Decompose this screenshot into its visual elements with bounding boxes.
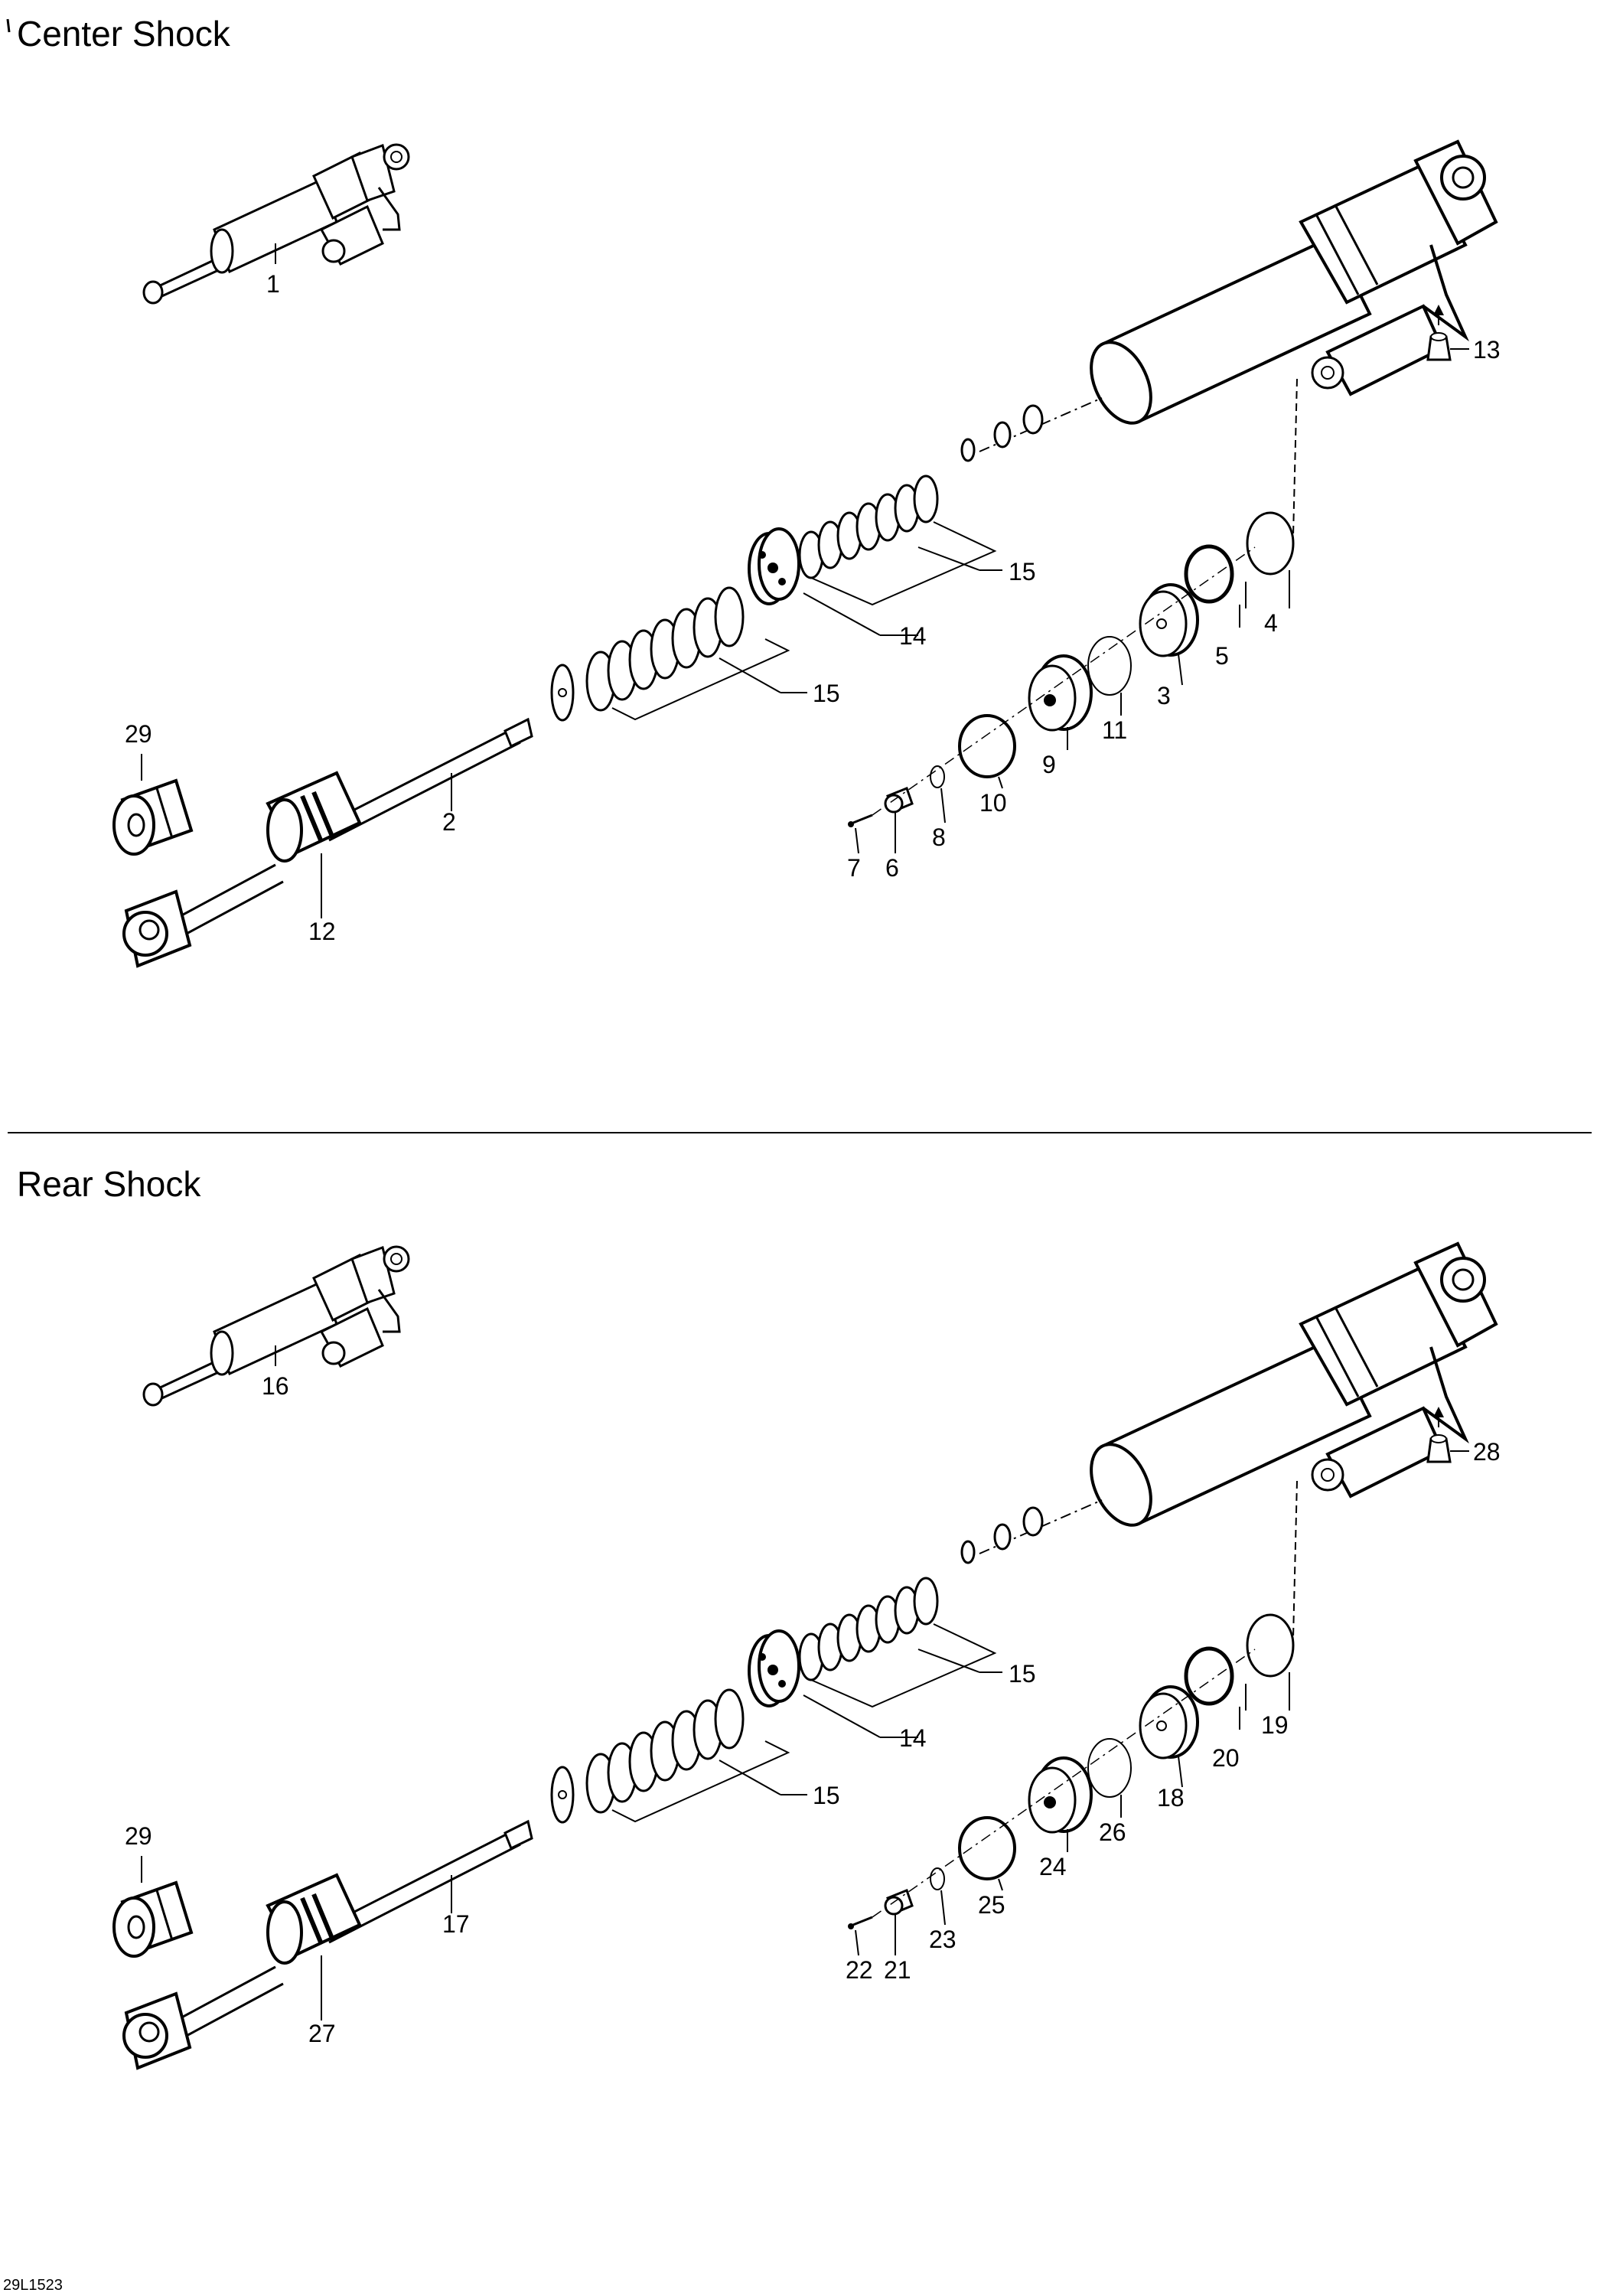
part-label: 25 (978, 1891, 1005, 1919)
part-label: 8 (932, 823, 946, 851)
part-labels: 16 17 18 19 20 21 22 23 24 25 26 27 28 1… (125, 1372, 1501, 2047)
part-label: 18 (1157, 1784, 1185, 1812)
part-label: 13 (1473, 336, 1501, 364)
part-label: 3 (1157, 682, 1171, 709)
part-label: 15 (1009, 558, 1036, 585)
part-label: 11 (1102, 716, 1127, 744)
part-label: 26 (1099, 1818, 1126, 1846)
assembly-drawing (114, 142, 1496, 966)
part-label: 29 (125, 1822, 152, 1850)
part-label: 2 (442, 808, 456, 836)
part-labels: 1 2 3 4 5 6 7 8 9 10 11 12 13 14 15 15 2… (125, 270, 1501, 945)
part-label: 28 (1473, 1438, 1501, 1466)
part-label: 4 (1264, 609, 1278, 637)
part-label: 12 (308, 918, 336, 945)
part-label: 19 (1261, 1711, 1289, 1739)
section-rear-shock: Rear Shock 16 17 18 19 20 21 22 23 24 25… (17, 1164, 1501, 2068)
part-label: 23 (929, 1926, 957, 1953)
part-label: 7 (847, 854, 861, 882)
corner-tick-mark (6, 18, 11, 33)
section-title: Rear Shock (17, 1164, 201, 1204)
part-label: 10 (979, 789, 1007, 817)
part-label: 6 (885, 854, 899, 882)
part-label: 15 (813, 680, 840, 707)
part-label: 20 (1212, 1744, 1240, 1772)
part-label: 24 (1039, 1853, 1067, 1880)
part-label: 15 (813, 1782, 840, 1809)
part-label: 15 (1009, 1660, 1036, 1688)
part-label: 9 (1042, 751, 1056, 778)
part-label: 17 (442, 1910, 470, 1938)
assembly-drawing (114, 1244, 1496, 2068)
part-label: 16 (262, 1372, 289, 1400)
part-label: 14 (899, 1724, 927, 1752)
drawing-number: 29L1523 (3, 2277, 63, 2294)
part-label: 21 (884, 1956, 911, 1984)
section-title: Center Shock (17, 14, 231, 54)
part-label: 5 (1215, 642, 1229, 670)
part-label: 14 (899, 622, 927, 650)
part-label: 1 (266, 270, 280, 298)
section-center-shock: Center Shock 1 2 3 4 5 6 7 8 9 10 11 12 … (17, 14, 1501, 966)
part-label: 22 (846, 1956, 873, 1984)
part-label: 29 (125, 720, 152, 748)
part-label: 27 (308, 2020, 336, 2047)
